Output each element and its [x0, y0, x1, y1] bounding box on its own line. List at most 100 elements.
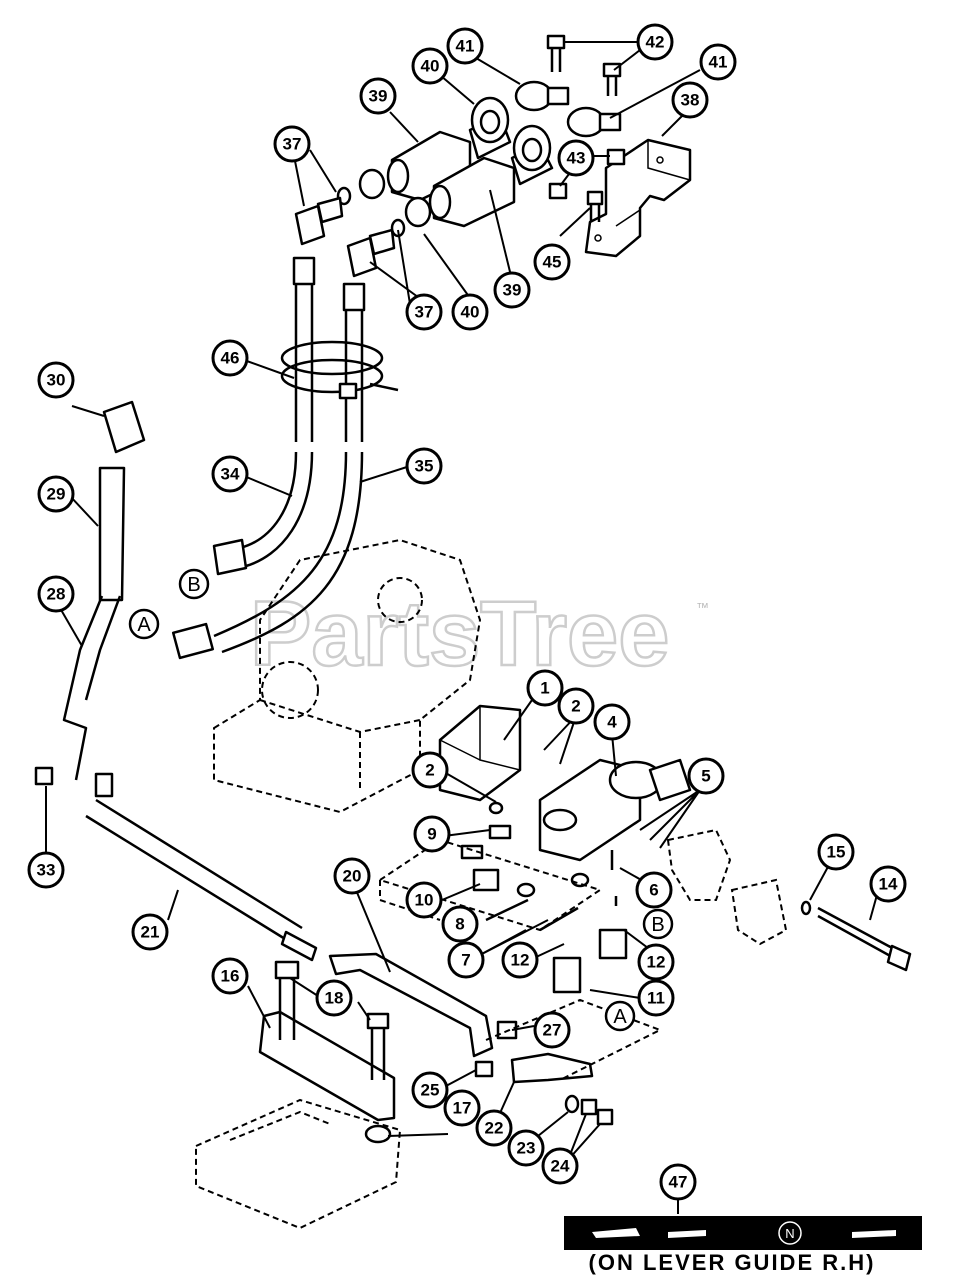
callout-12-right: 12 [637, 943, 675, 981]
callout-45: 45 [533, 243, 571, 281]
callout-37-upper: 37 [273, 125, 311, 163]
callout-2-left: 2 [411, 751, 449, 789]
svg-text:4: 4 [607, 713, 617, 732]
svg-text:5: 5 [701, 767, 710, 786]
callout-37-lower: 37 [405, 293, 443, 331]
callout-43: 43 [557, 139, 595, 177]
svg-text:46: 46 [221, 349, 240, 368]
svg-text:29: 29 [47, 485, 66, 504]
svg-text:21: 21 [141, 923, 160, 942]
svg-text:43: 43 [567, 149, 586, 168]
hose-band-clamp [280, 340, 399, 400]
callout-33: 33 [27, 851, 65, 889]
callout-28: 28 [37, 575, 75, 613]
long-bolt [800, 900, 912, 972]
transmission-housing [213, 538, 482, 814]
callout-38: 38 [671, 81, 709, 119]
callout-41-right: 41 [699, 43, 737, 81]
svg-text:23: 23 [517, 1139, 536, 1158]
base-mount [195, 1098, 402, 1230]
letter-marker-a-valve: A [604, 1000, 636, 1032]
svg-text:17: 17 [453, 1099, 472, 1118]
callout-6: 6 [635, 871, 673, 909]
svg-text:30: 30 [47, 371, 66, 390]
svg-text:12: 12 [647, 953, 666, 972]
clamps [514, 80, 622, 138]
callout-5: 5 [687, 757, 725, 795]
svg-text:22: 22 [485, 1119, 504, 1138]
callout-8: 8 [441, 905, 479, 943]
svg-text:12: 12 [511, 951, 530, 970]
svg-text:B: B [651, 914, 664, 936]
callout-42: 42 [636, 23, 674, 61]
svg-text:45: 45 [543, 253, 562, 272]
callout-34: 34 [211, 455, 249, 493]
watermark-trademark: ™ [696, 600, 709, 615]
svg-text:1: 1 [540, 679, 549, 698]
svg-text:25: 25 [421, 1081, 440, 1100]
callout-2-top: 2 [557, 687, 595, 725]
svg-text:B: B [187, 574, 200, 596]
svg-text:A: A [613, 1006, 627, 1028]
callout-14: 14 [869, 865, 907, 903]
decal-caption: (ON LEVER GUIDE R.H) [589, 1250, 876, 1275]
svg-text:27: 27 [543, 1021, 562, 1040]
callout-39-lower: 39 [493, 271, 531, 309]
leader-lines [45, 41, 881, 1214]
svg-text:7: 7 [461, 951, 470, 970]
callout-30: 30 [37, 361, 75, 399]
callout-35: 35 [405, 447, 443, 485]
svg-text:9: 9 [427, 825, 436, 844]
svg-text:11: 11 [647, 989, 665, 1008]
hydraulic-hoses [171, 256, 366, 660]
callout-18: 18 [315, 979, 353, 1017]
svg-text:41: 41 [709, 53, 728, 72]
callout-39-upper: 39 [359, 77, 397, 115]
svg-text:40: 40 [461, 303, 480, 322]
callout-11: 11 [637, 979, 675, 1017]
watermark-text: PartsTree [250, 583, 669, 685]
svg-text:40: 40 [421, 57, 440, 76]
shift-rod [85, 772, 318, 962]
letter-marker-b-hose: B [178, 568, 210, 600]
svg-text:A: A [137, 614, 151, 636]
neutral-symbol: N [785, 1226, 794, 1241]
quick-coupler-upper [336, 96, 512, 206]
svg-text:38: 38 [681, 91, 700, 110]
neutral-symbol-circle [778, 1221, 802, 1245]
callout-46: 46 [211, 339, 249, 377]
control-valve [438, 704, 788, 994]
linkage-link [328, 952, 494, 1058]
callout-9: 9 [413, 815, 451, 853]
svg-text:10: 10 [415, 891, 434, 910]
letter-marker-b-valve: B [642, 908, 674, 940]
callout-4: 4 [593, 703, 631, 741]
svg-text:18: 18 [325, 989, 344, 1008]
svg-text:15: 15 [827, 843, 846, 862]
svg-text:20: 20 [343, 867, 362, 886]
callout-7: 7 [447, 941, 485, 979]
watermark: PartsTree ™ [249, 582, 709, 687]
svg-text:35: 35 [415, 457, 434, 476]
callout-23: 23 [507, 1129, 545, 1167]
svg-text:47: 47 [669, 1173, 688, 1192]
svg-text:8: 8 [455, 915, 464, 934]
svg-text:16: 16 [221, 967, 240, 986]
control-lever [34, 400, 146, 786]
callout-25: 25 [411, 1071, 449, 1109]
svg-text:37: 37 [283, 135, 302, 154]
svg-text:14: 14 [879, 875, 898, 894]
svg-text:37: 37 [415, 303, 434, 322]
svg-text:41: 41 [456, 37, 475, 56]
elbow-fittings [294, 196, 396, 278]
callout-24: 24 [541, 1147, 579, 1185]
callout-20: 20 [333, 857, 371, 895]
lever-guide-decal: N (ON LEVER GUIDE R.H) [564, 1216, 922, 1275]
callout-21: 21 [131, 913, 169, 951]
letter-marker-a-hose: A [128, 608, 160, 640]
callout-17: 17 [443, 1089, 481, 1127]
svg-text:6: 6 [649, 881, 658, 900]
callout-15: 15 [817, 833, 855, 871]
svg-text:39: 39 [369, 87, 388, 106]
